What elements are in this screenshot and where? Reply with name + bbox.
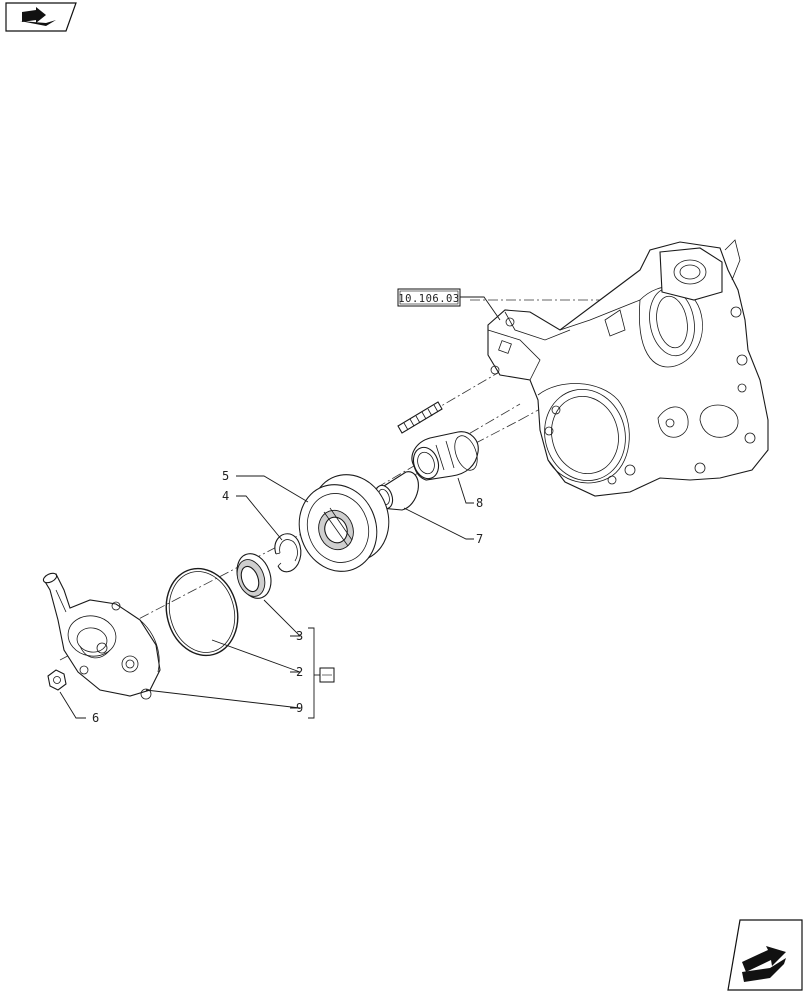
callout-6: 6 [92,711,99,725]
part-9-pump-cover [42,572,161,700]
part-6-nut [47,669,67,691]
nav-book-arrow-icon[interactable] [5,2,77,32]
callout-7: 7 [476,532,483,546]
callout-9: 9 [296,701,303,715]
callout-4: 4 [222,489,229,503]
kit-box-icon[interactable] [319,667,335,683]
part-3-seal [236,553,272,599]
reference-label: 10.106.03 [398,293,459,305]
callout-3: 3 [296,629,303,643]
part-4-snap-ring [274,533,302,573]
part-5-pulley [298,474,390,572]
callout-labels: 5 4 3 2 9 6 7 8 [92,469,483,725]
reference-box[interactable]: 10.106.03 [397,288,461,307]
callout-8: 8 [476,496,483,510]
part-8-valve-body [411,431,479,481]
timing-cover-housing [487,239,769,497]
part-2-o-ring [165,567,239,657]
kit-bracket [308,627,320,719]
callout-2: 2 [296,665,303,679]
next-page-arrow-icon[interactable] [727,919,803,991]
part-8-threaded-stud [397,401,443,434]
callout-5: 5 [222,469,229,483]
reference-leader [460,296,501,321]
leader-lines [59,475,474,719]
